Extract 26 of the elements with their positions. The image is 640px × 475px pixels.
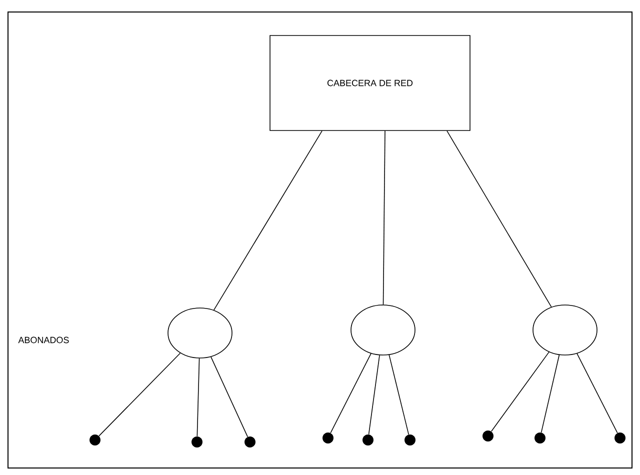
terminal-dot [192, 436, 202, 448]
ellipse-node [168, 308, 232, 358]
connector-line [210, 356, 248, 438]
connector-line [540, 354, 560, 433]
terminal-dot [362, 434, 374, 446]
terminal-dot [90, 434, 100, 446]
terminal-dot [404, 434, 416, 446]
connector-line [576, 353, 618, 434]
connector-line [213, 130, 322, 310]
terminal-dot [244, 436, 256, 448]
connector-line [490, 352, 550, 432]
group-label: ABONADOS [18, 336, 69, 344]
terminal-dot [534, 432, 546, 444]
connector-line [330, 353, 372, 434]
ellipse-node [532, 304, 598, 356]
terminal-dot [482, 430, 494, 442]
terminal-dot [322, 432, 334, 444]
process-box: CABECERA DE RED [270, 35, 470, 131]
connector-line [368, 354, 380, 435]
connector-line [98, 352, 181, 436]
ellipse-node [350, 304, 416, 356]
connector-line [388, 354, 410, 435]
connector-line [196, 358, 200, 437]
connector-line [382, 130, 386, 305]
terminal-dot [614, 432, 626, 444]
connector-line [446, 130, 552, 308]
